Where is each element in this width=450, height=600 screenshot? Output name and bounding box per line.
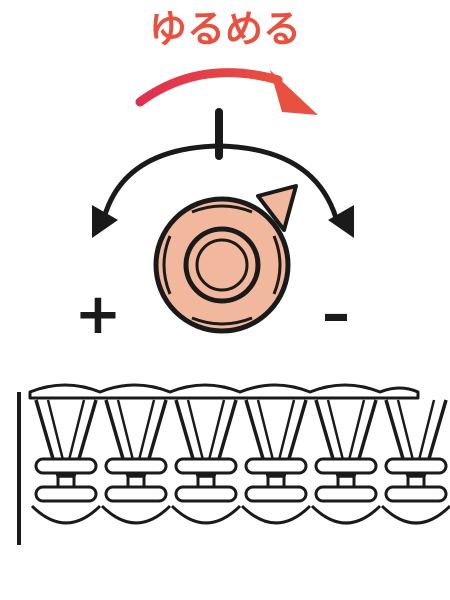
bottom-loop bbox=[100, 504, 172, 525]
stitch-bar bbox=[244, 485, 308, 503]
bottom-loop bbox=[170, 504, 242, 525]
dial-outer-ring bbox=[183, 226, 261, 304]
stitch-bar bbox=[34, 485, 98, 503]
dial-inner-ring bbox=[195, 238, 249, 292]
stitch-bar bbox=[174, 457, 238, 475]
minus-label: – bbox=[322, 282, 350, 347]
bottom-loop bbox=[240, 504, 312, 525]
stitch-bar bbox=[314, 485, 378, 503]
bottom-loop bbox=[380, 504, 450, 525]
tension-dial bbox=[153, 184, 298, 334]
dial-pointer bbox=[256, 184, 298, 232]
stitch-bar bbox=[174, 485, 238, 503]
stitch-bar bbox=[104, 457, 168, 475]
dial-knob bbox=[153, 196, 291, 334]
top-loop-row bbox=[28, 383, 420, 400]
plus-label: + bbox=[75, 282, 122, 347]
stitch-bar bbox=[34, 457, 98, 475]
stitch-bar bbox=[314, 457, 378, 475]
stitch-bar bbox=[384, 457, 448, 475]
right-arrowhead bbox=[328, 205, 354, 238]
stitch-bar bbox=[104, 485, 168, 503]
left-arrowhead bbox=[92, 205, 118, 238]
stitch-bar bbox=[244, 457, 308, 475]
adjustment-scale bbox=[92, 108, 354, 238]
bottom-loop bbox=[310, 504, 382, 525]
knitting-stitches bbox=[17, 383, 450, 545]
rotate-direction-arrow bbox=[135, 68, 318, 115]
stitch-bar bbox=[384, 485, 448, 503]
loosen-title: ゆるめる bbox=[149, 7, 301, 51]
bottom-loop bbox=[30, 504, 102, 525]
scale-arc bbox=[101, 143, 339, 219]
